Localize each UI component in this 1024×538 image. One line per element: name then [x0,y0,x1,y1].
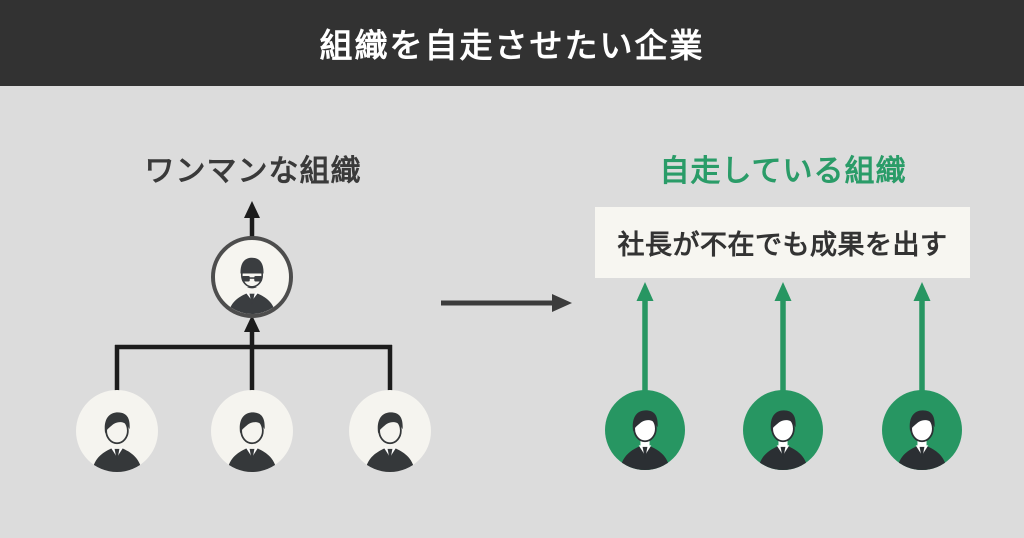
up-arrow-icon [913,282,931,392]
member-avatar [882,390,962,470]
boss-avatar-icon [227,257,277,314]
member-avatar [76,390,158,472]
result-box: 社長が不在でも成果を出す [595,207,970,278]
right-section-title: 自走している組織 [659,155,907,188]
up-arrow-icon [774,282,792,392]
member-avatar-icon [757,410,809,470]
member-avatar-icon [896,410,948,470]
left-section-title: ワンマンな組織 [144,155,362,188]
member-avatar-icon [619,410,671,470]
up-arrow-icon [636,282,654,392]
member-avatar-icon [91,412,143,472]
org-connector-line [114,344,393,393]
member-avatar [349,390,431,472]
boss-avatar [211,236,293,318]
member-avatar [211,390,293,472]
header-bar: 組織を自走させたい企業 [0,0,1024,86]
page-title: 組織を自走させたい企業 [319,27,705,64]
result-box-text: 社長が不在でも成果を出す [617,230,948,260]
member-avatar-icon [364,412,416,472]
member-avatar [605,390,685,470]
member-avatar [743,390,823,470]
right-arrow-icon [441,294,572,312]
up-arrow-icon [244,315,260,392]
up-arrow-icon [244,201,260,238]
member-avatar-icon [226,412,278,472]
